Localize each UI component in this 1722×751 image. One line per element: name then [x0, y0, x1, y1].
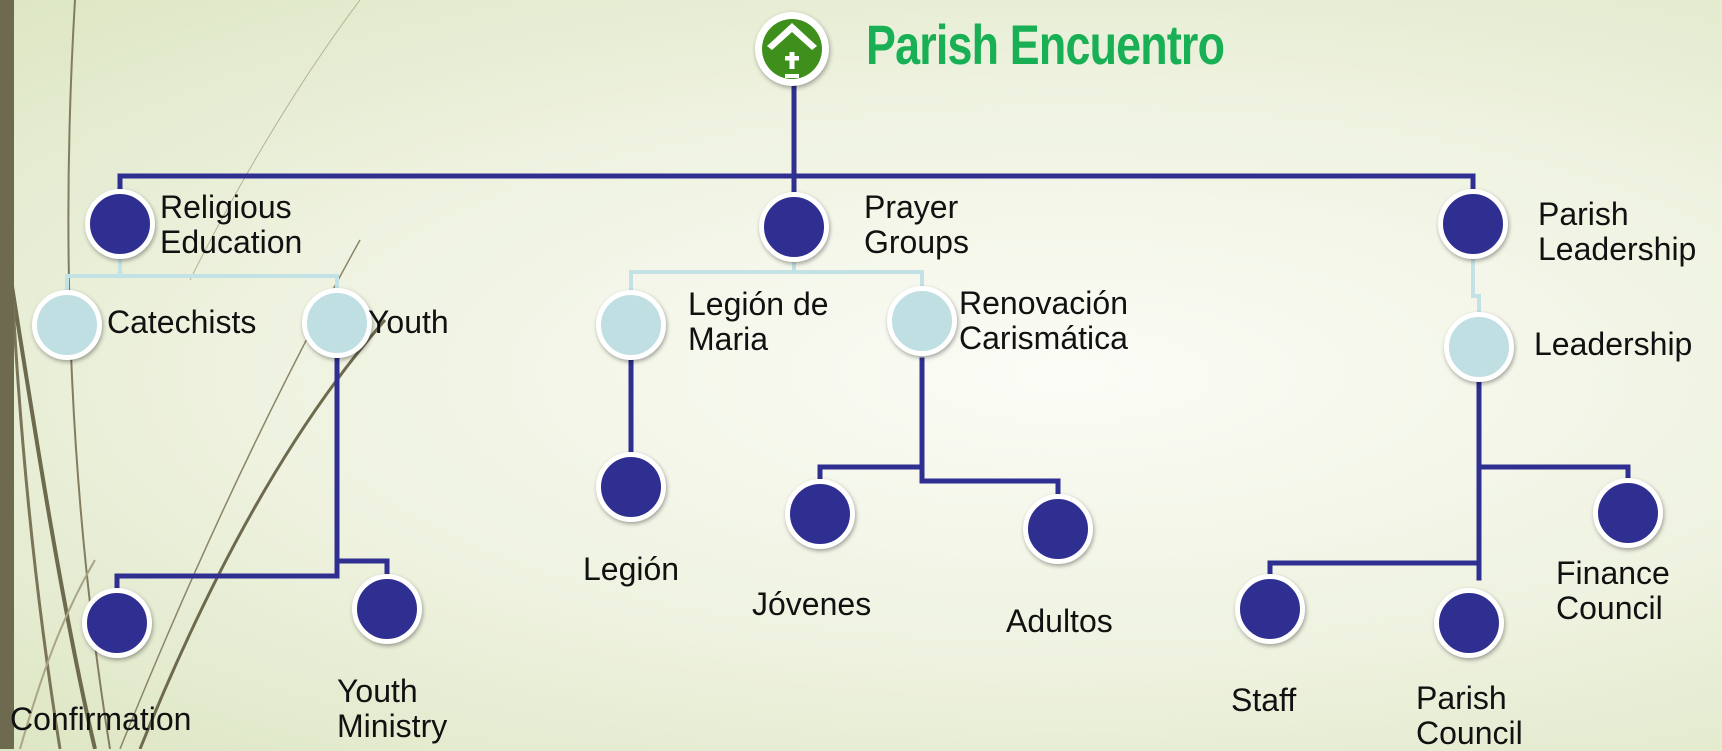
label-legion-de-maria: Legión de Maria: [688, 286, 829, 357]
node-parish-council: [1434, 588, 1504, 658]
node-confirmation: [82, 588, 152, 658]
node-staff: [1235, 574, 1305, 644]
label-leadership: Leadership: [1534, 326, 1693, 362]
label-legion: Legión: [583, 551, 680, 587]
label-jovenes: Jóvenes: [752, 586, 872, 622]
node-legion: [596, 452, 666, 522]
node-youth: [302, 288, 372, 358]
label-youth-ministry: Youth Ministry: [337, 673, 448, 744]
label-parish-leadership: Parish Leadership: [1538, 196, 1697, 267]
node-parish-leadership: [1438, 189, 1508, 259]
church-cross-icon: [755, 12, 829, 86]
chart-title: Parish Encuentro: [866, 13, 1225, 76]
node-youth-ministry: [352, 574, 422, 644]
label-renovacion-carismatica: Renovación Carismática: [959, 285, 1128, 356]
node-adultos: [1023, 494, 1093, 564]
label-confirmation: Confirmation: [10, 701, 192, 737]
node-jovenes: [785, 479, 855, 549]
label-parish-council: Parish Council: [1416, 680, 1523, 751]
label-staff: Staff: [1231, 682, 1297, 718]
node-legion-de-maria: [596, 290, 666, 360]
node-finance-council: [1593, 478, 1663, 548]
node-prayer-groups: [759, 192, 829, 262]
label-finance-council: Finance Council: [1556, 555, 1670, 626]
label-adultos: Adultos: [1006, 603, 1113, 639]
label-prayer-groups: Prayer Groups: [864, 189, 969, 260]
node-religious-education: [85, 189, 155, 259]
node-leadership: [1444, 312, 1514, 382]
label-religious-education: Religious Education: [160, 189, 303, 260]
label-catechists: Catechists: [107, 304, 257, 340]
label-youth: Youth: [368, 304, 449, 340]
node-catechists: [32, 290, 102, 360]
node-renovacion-carismatica: [887, 286, 957, 356]
